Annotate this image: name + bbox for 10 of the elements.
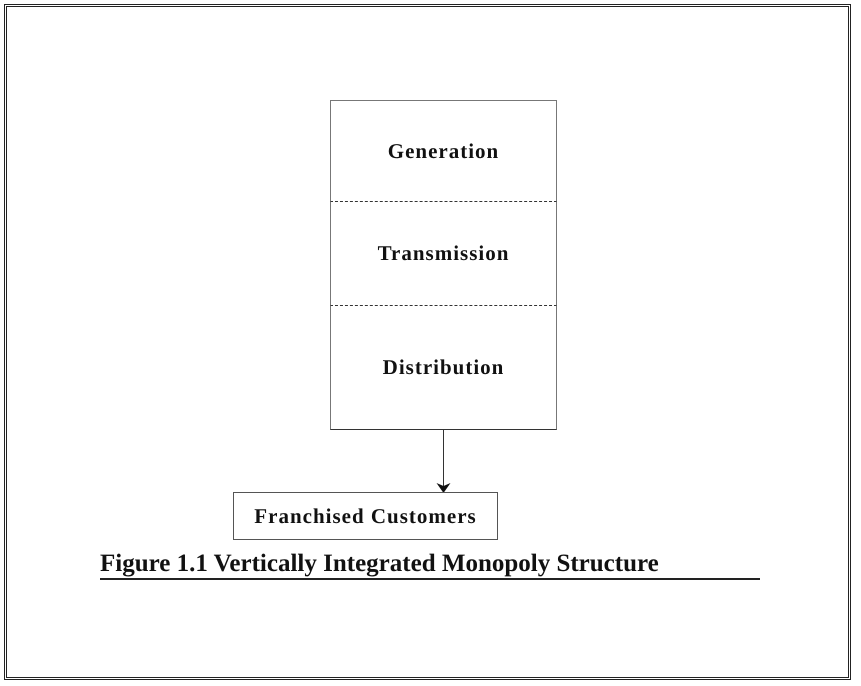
band — [330, 100, 557, 202]
node-label: Transmission — [378, 241, 510, 266]
node-label: Generation — [388, 138, 500, 164]
arrow — [436, 430, 450, 493]
band — [330, 306, 557, 430]
node-label: Franchised Customers — [254, 504, 477, 528]
node-label: Distribution — [382, 355, 504, 380]
figure-caption: Figure 1.1 Vertically Integrated Monopoly Structure — [100, 550, 760, 580]
process-box — [233, 492, 498, 540]
band — [330, 202, 557, 306]
